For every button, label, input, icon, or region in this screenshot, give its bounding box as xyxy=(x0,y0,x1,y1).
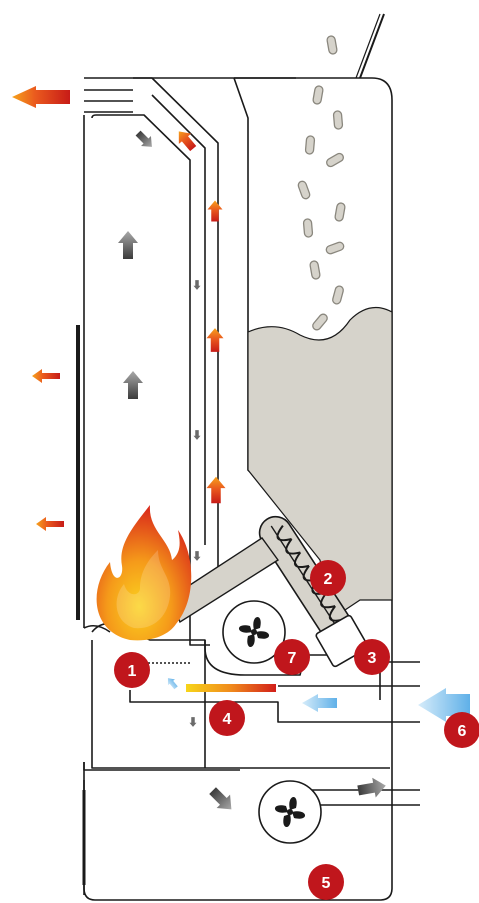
exhaust-duct-inner xyxy=(152,95,205,545)
grey-arrow xyxy=(133,128,157,152)
badge-5: 5 xyxy=(308,864,344,900)
pellet-icon xyxy=(325,152,345,168)
pellets xyxy=(297,35,345,331)
svg-text:4: 4 xyxy=(223,711,232,728)
badge-1: 1 xyxy=(114,652,150,688)
badge-6: 6 xyxy=(444,712,479,748)
exhaust-arrows xyxy=(12,86,70,531)
exhaust-arrow xyxy=(32,369,60,383)
pellet-icon xyxy=(309,260,320,279)
badge-2: 2 xyxy=(310,560,346,596)
exhaust-arrow xyxy=(36,517,64,531)
pellet-icon xyxy=(297,180,311,200)
pellet-icon xyxy=(333,111,343,130)
svg-text:5: 5 xyxy=(322,875,331,892)
duct-down-arrows xyxy=(190,280,201,727)
hot-arrow xyxy=(208,201,223,222)
hot-arrow xyxy=(207,328,224,352)
cold-arrow xyxy=(165,675,180,690)
svg-text:2: 2 xyxy=(324,571,333,588)
hot-arrow xyxy=(173,126,200,153)
grey-arrow xyxy=(356,776,387,801)
hopper-lid xyxy=(360,14,384,78)
svg-text:7: 7 xyxy=(288,650,297,667)
pellet-icon xyxy=(311,313,329,332)
badge-3: 3 xyxy=(354,639,390,675)
svg-text:6: 6 xyxy=(458,723,467,740)
convection-fan xyxy=(259,781,321,843)
pellet-icon xyxy=(332,285,344,304)
flame-icon xyxy=(97,505,192,640)
burn-pot-floor xyxy=(130,690,420,722)
pellet-icon xyxy=(325,241,345,255)
outer-shell-left xyxy=(84,115,110,632)
exhaust-arrow xyxy=(12,86,70,108)
exhaust-louvres xyxy=(84,90,133,112)
cold-arrow xyxy=(302,694,337,712)
pellet-icon xyxy=(305,136,315,155)
firebox xyxy=(92,624,205,768)
svg-text:3: 3 xyxy=(368,650,377,667)
hot-arrow xyxy=(207,477,226,504)
grey-arrow xyxy=(123,371,143,399)
hopper-lid-inner xyxy=(356,14,380,78)
grey-arrow xyxy=(206,784,238,816)
grey-arrow xyxy=(118,231,138,259)
heat-bar xyxy=(186,684,276,692)
badge-7: 7 xyxy=(274,639,310,675)
svg-text:1: 1 xyxy=(128,663,137,680)
badge-4: 4 xyxy=(209,700,245,736)
pellet-icon xyxy=(312,85,323,104)
pellet-icon xyxy=(326,35,337,54)
pellet-icon xyxy=(303,219,313,238)
pellet-icon xyxy=(334,202,345,221)
